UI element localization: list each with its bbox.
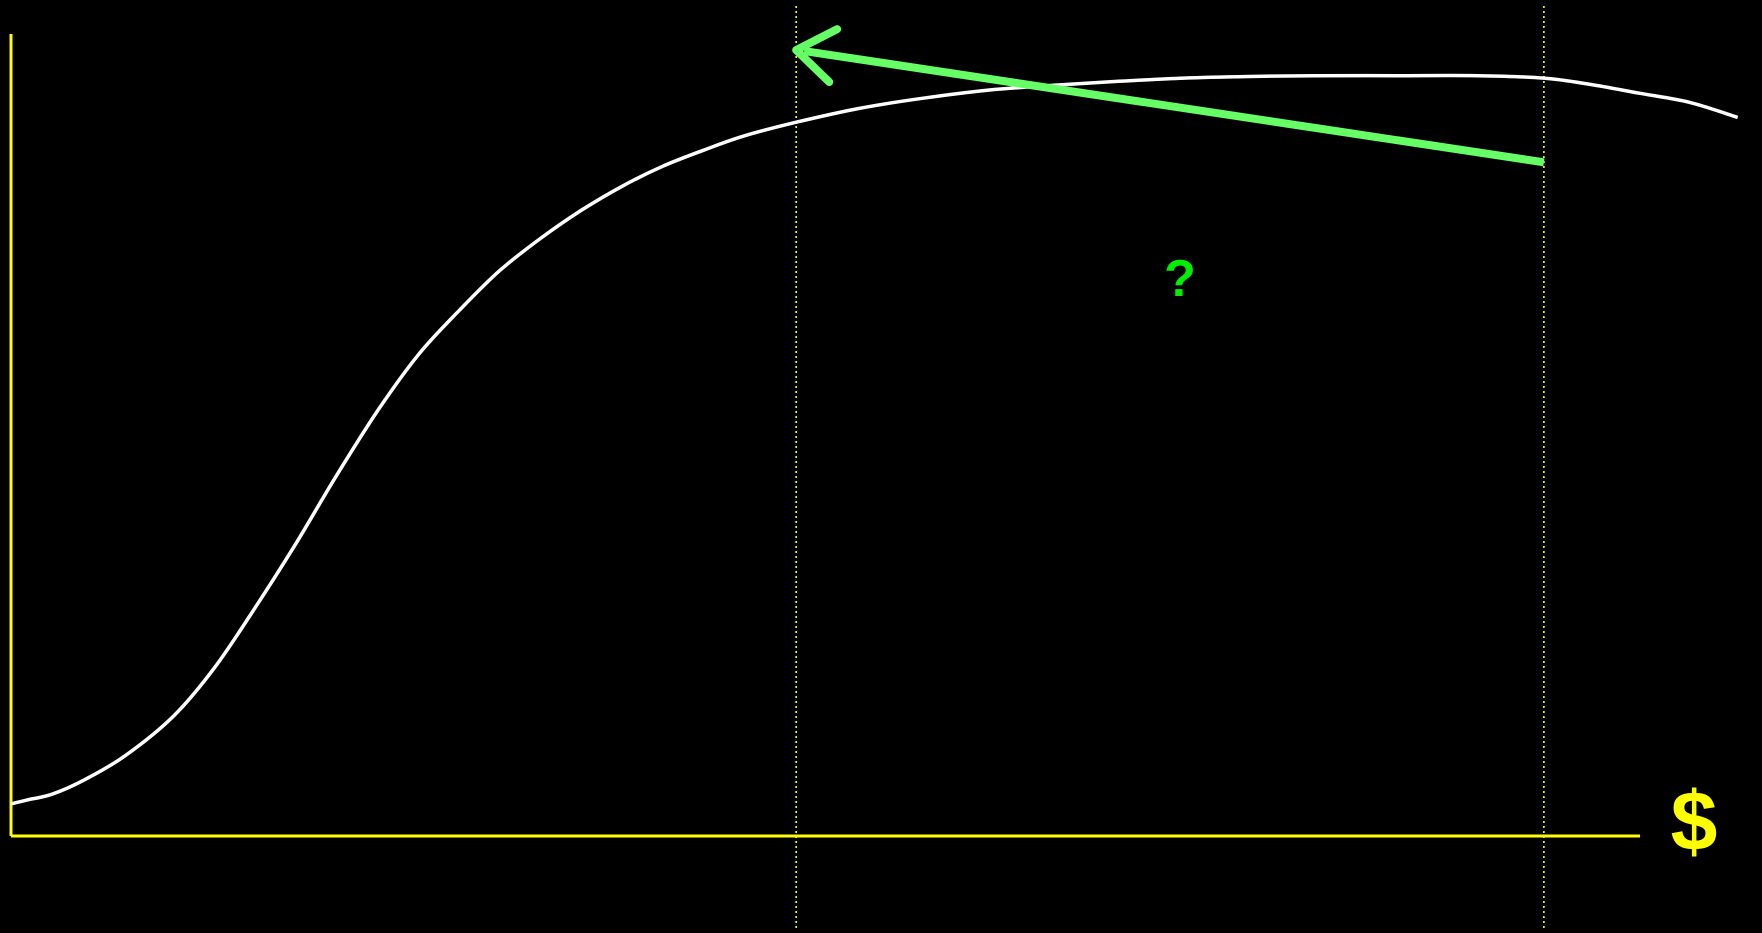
series-line [10, 73, 1739, 806]
x-axis-label: $ [1671, 774, 1718, 868]
question-annotation: ? [1164, 250, 1196, 308]
trend-arrow [792, 25, 1545, 167]
arrow-head-icon [792, 25, 842, 87]
arrow-shaft [803, 47, 1545, 167]
